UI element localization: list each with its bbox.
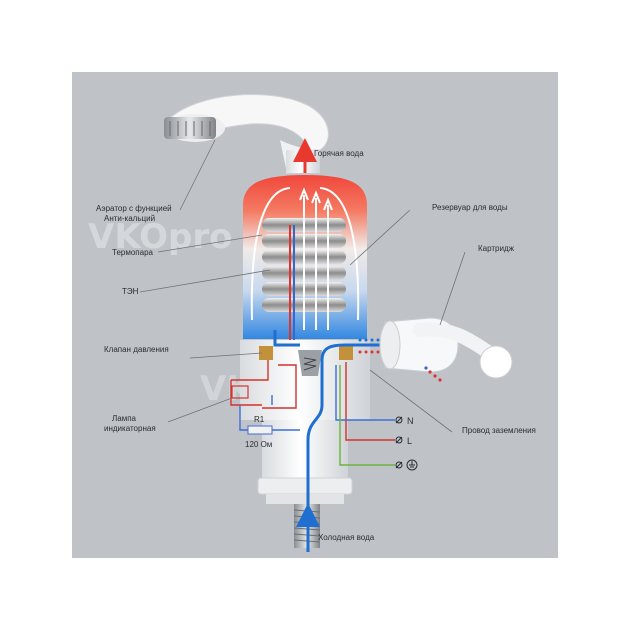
pressure-valve [259,346,353,376]
label-aerator-line1: Аэратор с функцией [96,204,172,213]
label-thermocouple: Термопара [112,248,154,257]
wiring [230,360,395,466]
leader-lines [139,139,466,433]
label-cartridge: Картридж [478,244,515,253]
label-heater: ТЭН [122,287,139,296]
aerator [164,117,216,139]
watermark: VKOpro [88,217,233,257]
indicator-lamp [231,385,249,399]
ground-terminal [395,459,418,471]
label-lamp-line1: Лампа [112,414,137,423]
label-pressure-valve: Клапан давления [104,345,169,354]
resistor-name: R1 [254,415,265,424]
terminal-l-label: L [407,436,412,446]
cold-water-path [273,330,380,552]
flow-arrows [250,187,360,330]
cartridge [379,317,513,382]
terminal-n-label: N [407,416,414,426]
label-cold-water: Холодная вода [318,533,375,542]
resistor [247,425,273,435]
label-ground-wire: Провод заземления [462,426,536,435]
terminal-n: N [395,416,414,426]
resistor-value: 120 Ом [245,440,272,449]
label-lamp-line2: индикаторная [104,424,156,433]
label-hot-water: Горячая вода [314,149,364,158]
label-aerator-line2: Анти-кальций [104,214,155,223]
label-reservoir: Резервуар для воды [432,203,508,212]
terminal-l: L [395,436,412,446]
